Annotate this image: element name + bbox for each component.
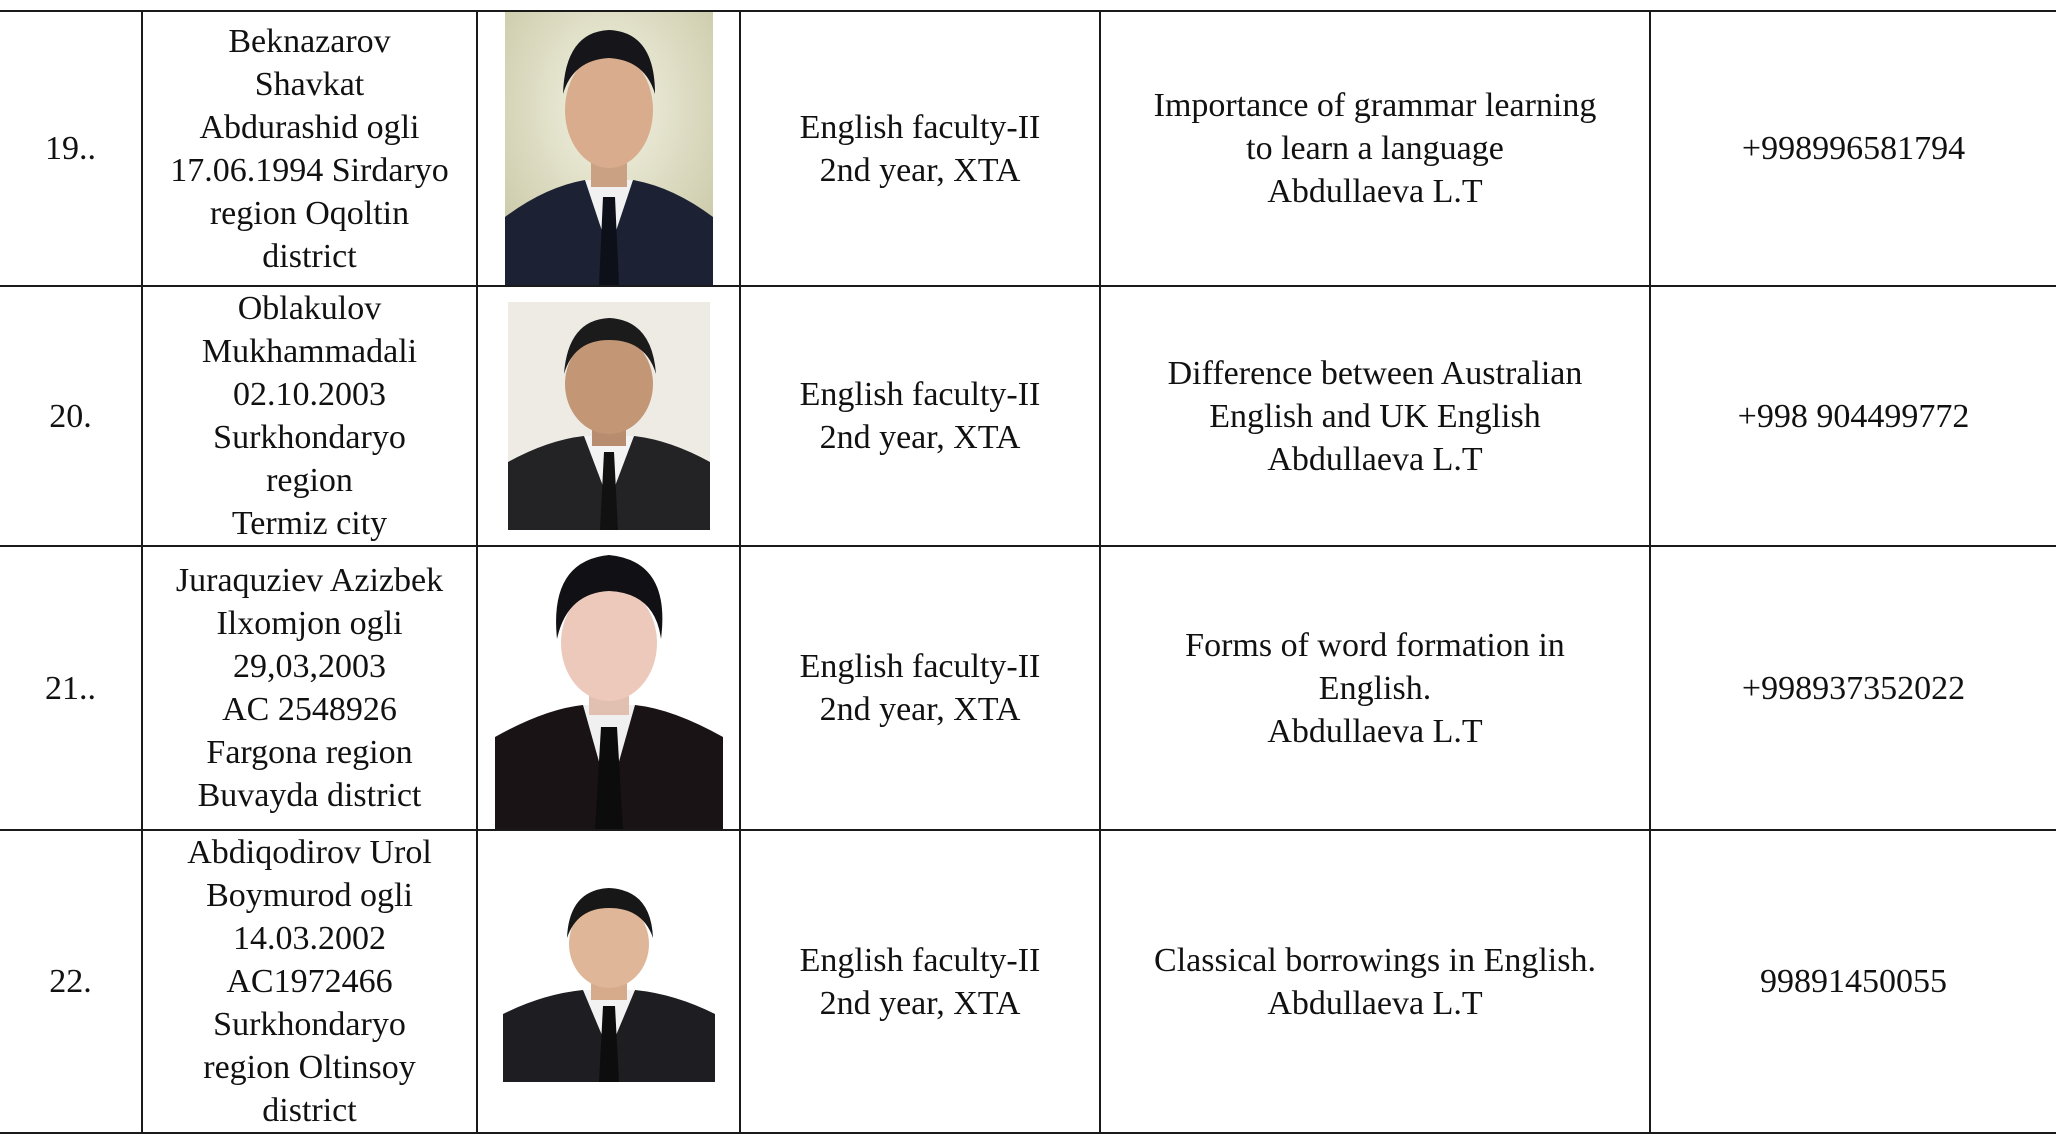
student-info: Juraquziev Azizbek Ilxomjon ogli 29,03,2… [141, 545, 478, 831]
phone-cell: +998 904499772 [1649, 285, 2056, 547]
row-number: 19.. [0, 10, 143, 287]
faculty-cell: English faculty-II 2nd year, XTA [739, 285, 1101, 547]
faculty-text: English faculty-II 2nd year, XTA [799, 941, 1041, 1022]
faculty-text: English faculty-II 2nd year, XTA [799, 108, 1041, 189]
topic-cell: Importance of grammar learning to learn … [1099, 10, 1651, 287]
table-row: 19.. Beknazarov Shavkat Abdurashid ogli … [0, 10, 2056, 287]
phone-cell: +998996581794 [1649, 10, 2056, 287]
photo-cell [476, 285, 741, 547]
photo-cell [476, 10, 741, 287]
student-table: 19.. Beknazarov Shavkat Abdurashid ogli … [0, 10, 2056, 1134]
student-info: Abdiqodirov Urol Boymurod ogli 14.03.200… [141, 829, 478, 1134]
faculty-text: English faculty-II 2nd year, XTA [799, 648, 1041, 728]
table-row: 20. Oblakulov Mukhammadali 02.10.2003 Su… [0, 285, 2056, 547]
phone-cell: +998937352022 [1649, 545, 2056, 831]
student-photo [504, 13, 713, 284]
student-photo [502, 881, 715, 1082]
row-number: 20. [0, 285, 143, 547]
topic-cell: Forms of word formation in English. Abdu… [1099, 545, 1651, 831]
table-row: 21.. Juraquziev Azizbek Ilxomjon ogli 29… [0, 545, 2056, 831]
student-info-text: Abdiqodirov Urol Boymurod ogli 14.03.200… [187, 834, 432, 1129]
faculty-cell: English faculty-II 2nd year, XTA [739, 829, 1101, 1134]
phone-cell: 99891450055 [1649, 829, 2056, 1134]
faculty-cell: English faculty-II 2nd year, XTA [739, 545, 1101, 831]
faculty-text: English faculty-II 2nd year, XTA [799, 376, 1041, 456]
topic-text: Classical borrowings in English. Abdulla… [1154, 941, 1596, 1022]
topic-cell: Difference between Australian English an… [1099, 285, 1651, 547]
faculty-cell: English faculty-II 2nd year, XTA [739, 10, 1101, 287]
photo-cell [476, 829, 741, 1134]
student-photo [507, 302, 710, 530]
topic-cell: Classical borrowings in English. Abdulla… [1099, 829, 1651, 1134]
student-info-text: Juraquziev Azizbek Ilxomjon ogli 29,03,2… [175, 562, 444, 814]
topic-text: Forms of word formation in English. Abdu… [1185, 626, 1565, 750]
row-number: 21.. [0, 545, 143, 831]
student-info-text: Beknazarov Shavkat Abdurashid ogli 17.06… [170, 22, 449, 275]
row-number: 22. [0, 829, 143, 1134]
photo-cell [476, 545, 741, 831]
student-info: Beknazarov Shavkat Abdurashid ogli 17.06… [141, 10, 478, 287]
table-row: 22. Abdiqodirov Urol Boymurod ogli 14.03… [0, 829, 2056, 1134]
student-info: Oblakulov Mukhammadali 02.10.2003 Surkho… [141, 285, 478, 547]
student-info-text: Oblakulov Mukhammadali 02.10.2003 Surkho… [201, 290, 418, 542]
topic-text: Difference between Australian English an… [1167, 354, 1583, 478]
topic-text: Importance of grammar learning to learn … [1153, 87, 1597, 210]
student-photo [494, 548, 723, 828]
